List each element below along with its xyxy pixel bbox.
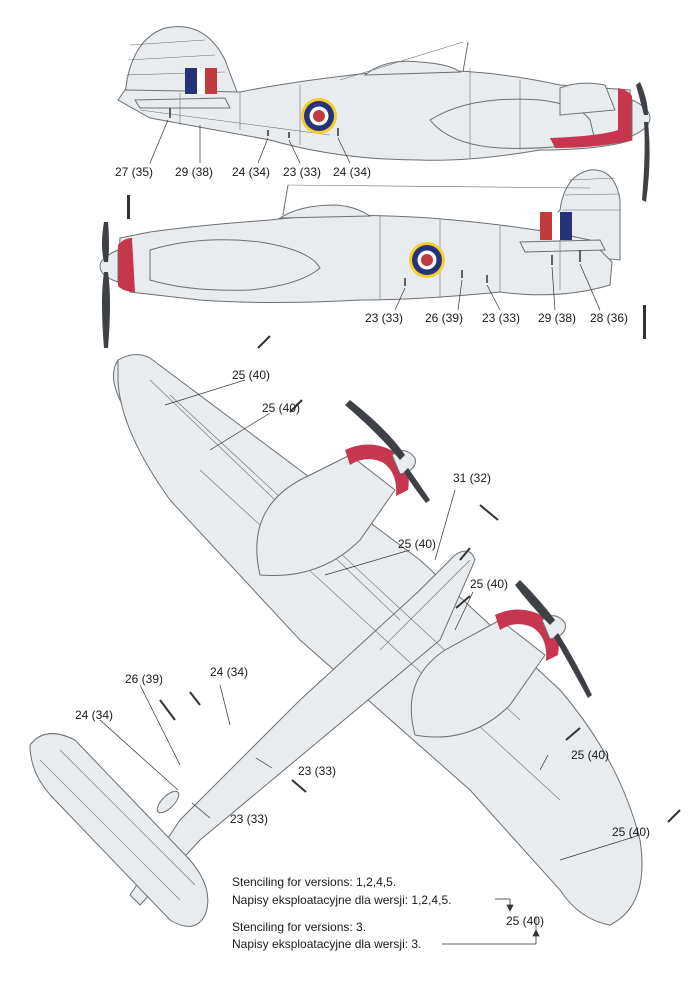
stencil-marks-bottom-view [404, 250, 581, 286]
cowling-red-band-top-view1 [550, 88, 632, 148]
callout-25-40: 25 (40) [506, 914, 545, 928]
propeller-top-view1 [636, 82, 650, 202]
callout-25-40: 25 (40) [470, 577, 509, 591]
nacelle-plan-lower [410, 619, 546, 738]
callout-28-36: 28 (36) [590, 311, 629, 325]
side-view-bottom [99, 169, 646, 348]
callout-27-35: 27 (35) [115, 165, 154, 179]
callout-24-34: 24 (34) [210, 665, 249, 679]
roundel-bottom-view [409, 242, 445, 278]
callout-24-34: 24 (34) [333, 165, 372, 179]
callout-29-38: 29 (38) [175, 165, 214, 179]
callout-25-40: 25 (40) [262, 401, 301, 415]
fin-flash-top-view1 [185, 68, 197, 94]
tailplane-bottom-view [519, 239, 606, 253]
antenna-bottom-view [282, 184, 289, 216]
fuselage-plan [129, 550, 476, 906]
callout-25-40: 25 (40) [398, 537, 437, 551]
stencil-note-versions-1245-pl: Napisy eksploatacyjne dla wersji: 1,2,4,… [232, 893, 452, 907]
stencil-marks-plan [159, 335, 681, 823]
callout-23-33: 23 (33) [365, 311, 404, 325]
canopy-bottom-view [278, 204, 372, 219]
callout-25-40: 25 (40) [232, 368, 271, 382]
stencil-note-version-3-en: Stenciling for versions: 3. [232, 920, 367, 934]
tailplane-plan [29, 733, 209, 927]
callout-23-33: 23 (33) [230, 812, 269, 826]
roundel-top-view1 [301, 98, 337, 134]
tailplane-top-view1 [134, 97, 231, 109]
callout-24-34: 24 (34) [232, 165, 271, 179]
tail-fin-top-view1 [124, 26, 241, 101]
propeller-plan-upper [345, 400, 430, 503]
stencil-note-version-3-pl: Napisy eksploatacyjne dla wersji: 3. [232, 937, 422, 951]
callout-26-39: 26 (39) [425, 311, 464, 325]
top-view [29, 335, 681, 930]
nacelle-plan-upper [256, 454, 396, 577]
callout-26-39: 26 (39) [125, 672, 164, 686]
cockpit-plan [156, 790, 180, 814]
propeller-plan-lower [515, 580, 592, 698]
propeller-bottom-view [102, 222, 110, 348]
callout-25-40: 25 (40) [571, 748, 610, 762]
nacelle-bottom-view [149, 239, 321, 291]
callout-24-34: 24 (34) [75, 708, 114, 722]
callout-23-33: 23 (33) [482, 311, 521, 325]
cowling-red-band-bottom-view [118, 238, 135, 292]
callout-25-40: 25 (40) [612, 825, 651, 839]
fin-flash-bottom-view [540, 212, 552, 240]
antenna-top-view1 [462, 41, 469, 73]
stencil-note-versions-1245-en: Stenciling for versions: 1,2,4,5. [232, 875, 397, 889]
stencil-marks-top-view1 [169, 108, 339, 138]
side-view-top [117, 26, 651, 219]
note-arrows [442, 898, 540, 945]
callout-31-32: 31 (32) [453, 471, 492, 485]
callout-23-33: 23 (33) [283, 165, 322, 179]
callout-23-33: 23 (33) [298, 764, 337, 778]
nacelle-top-view1 [429, 98, 596, 149]
callout-29-38: 29 (38) [538, 311, 577, 325]
